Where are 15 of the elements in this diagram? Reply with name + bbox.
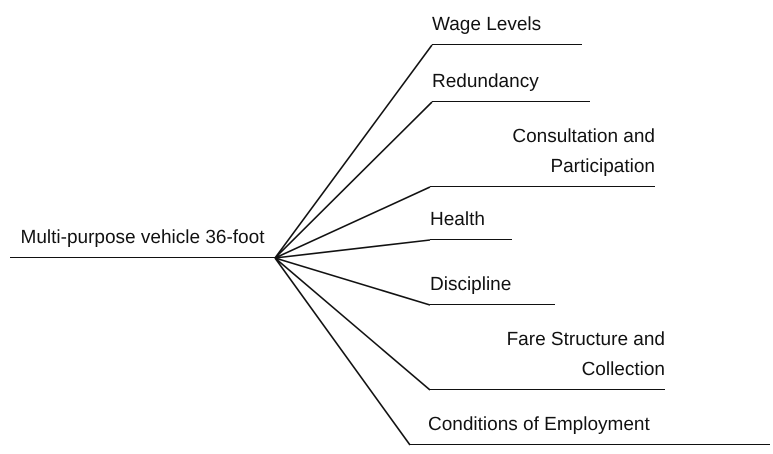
branch-line xyxy=(274,258,411,446)
branch-line xyxy=(274,257,431,391)
underlined-label: Redundancy xyxy=(432,67,590,102)
underlined-label: Health xyxy=(430,205,512,240)
branch-line xyxy=(274,44,433,258)
underlined-label: Wage Levels xyxy=(432,10,582,45)
underlined-label: Multi-purpose vehicle 36-foot xyxy=(10,223,275,258)
underlined-label: Discipline xyxy=(430,270,555,305)
branch-line xyxy=(274,257,430,306)
underlined-label: Consultation and Participation xyxy=(430,122,655,187)
underlined-label: Fare Structure and Collection xyxy=(430,325,665,390)
branch-line xyxy=(274,101,433,259)
underlined-label: Conditions of Employment xyxy=(410,410,770,445)
branch-line xyxy=(274,186,430,259)
branch-line xyxy=(274,239,430,259)
